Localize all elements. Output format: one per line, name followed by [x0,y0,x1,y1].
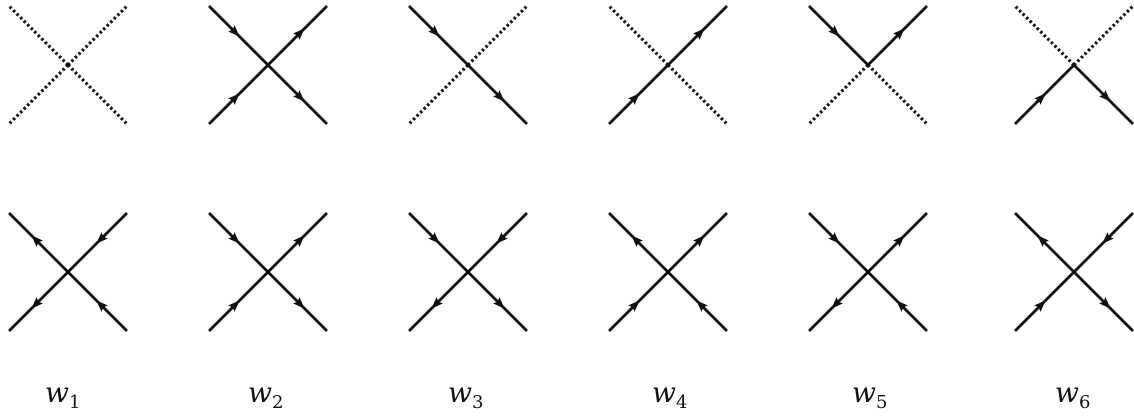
label-base: w [248,376,272,409]
arrow-out-icon [893,28,905,40]
vertex-grid [7,4,1134,332]
empty-edge [7,63,70,126]
empty-edge [66,63,129,126]
empty-edge [1013,4,1076,67]
vertex [208,212,328,332]
arrow-edge [608,212,669,273]
empty-edge [466,4,529,67]
arrow-in-icon [696,300,708,312]
vertex [1014,212,1134,332]
arrow-in-icon [96,232,108,244]
arrow-in-icon [828,232,840,244]
arrow-edge [1073,64,1134,125]
arrow-out-icon [1037,235,1049,247]
arrow-in-icon [228,93,240,105]
arrow-out-icon [831,297,843,309]
arrow-edge [467,64,528,125]
arrow-edge [867,212,928,273]
vertex [808,212,928,332]
vertex [608,212,728,332]
empty-edge [607,4,670,67]
arrow-edge [867,5,928,66]
arrow-edge [467,271,528,332]
empty-edge [807,63,870,126]
label-base: w [45,376,69,409]
arrow-out-icon [293,297,305,309]
weight-label-w6: w6 [1055,376,1090,413]
vertex [407,4,529,126]
arrow-out-icon [493,90,505,102]
label-subscript: 3 [472,392,483,413]
arrow-in-icon [1034,93,1046,105]
arrow-in-icon [228,25,240,37]
arrow-edge [808,271,869,332]
empty-edge [407,63,470,126]
arrow-out-icon [631,235,643,247]
arrow-edge [267,212,328,273]
arrow-out-icon [893,235,905,247]
arrow-edge [8,212,69,273]
arrow-edge [1014,212,1075,273]
label-subscript: 2 [272,392,283,413]
arrow-edge [8,271,69,332]
arrow-out-icon [293,28,305,40]
empty-edge [866,63,929,126]
arrow-in-icon [428,25,440,37]
weight-label-w4: w4 [652,376,687,413]
weight-label-w3: w3 [448,376,483,413]
label-base: w [852,376,876,409]
arrow-out-icon [693,235,705,247]
arrow-out-icon [293,90,305,102]
label-subscript: 4 [676,392,687,413]
arrow-in-icon [628,93,640,105]
arrow-edge [267,64,328,125]
arrow-in-icon [628,300,640,312]
empty-edge [7,4,70,67]
arrow-in-icon [228,300,240,312]
empty-edge [66,4,129,67]
arrow-out-icon [1099,90,1111,102]
arrow-in-icon [496,232,508,244]
arrow-edge [408,271,469,332]
arrow-edge [267,5,328,66]
weight-labels: w1 w2 w3 w4 w5 w6 [45,376,1090,413]
arrow-in-icon [828,25,840,37]
arrow-edge [667,212,728,273]
label-subscript: 1 [69,392,80,413]
arrow-edge [267,271,328,332]
label-base: w [448,376,472,409]
arrow-out-icon [431,297,443,309]
arrow-in-icon [228,232,240,244]
arrow-in-icon [1102,232,1114,244]
arrow-out-icon [493,297,505,309]
arrow-in-icon [896,300,908,312]
label-subscript: 6 [1079,392,1090,413]
arrow-out-icon [31,235,43,247]
arrow-in-icon [428,232,440,244]
vertex [208,5,328,125]
arrow-in-icon [96,300,108,312]
weight-label-w1: w1 [45,376,80,413]
vertex [607,4,729,126]
label-base: w [1055,376,1079,409]
arrow-in-icon [1034,300,1046,312]
arrow-out-icon [1099,297,1111,309]
arrow-edge [1073,271,1134,332]
vertex [408,212,528,332]
arrow-out-icon [293,235,305,247]
vertex [8,212,128,332]
label-base: w [652,376,676,409]
empty-edge [666,63,729,126]
vertex [1013,4,1134,125]
vertex [7,4,129,126]
vertex [807,5,929,126]
empty-edge [1072,4,1134,67]
weight-label-w2: w2 [248,376,283,413]
label-subscript: 5 [876,392,887,413]
arrow-out-icon [31,297,43,309]
arrow-edge [667,5,728,66]
arrow-out-icon [693,28,705,40]
weight-label-w5: w5 [852,376,887,413]
